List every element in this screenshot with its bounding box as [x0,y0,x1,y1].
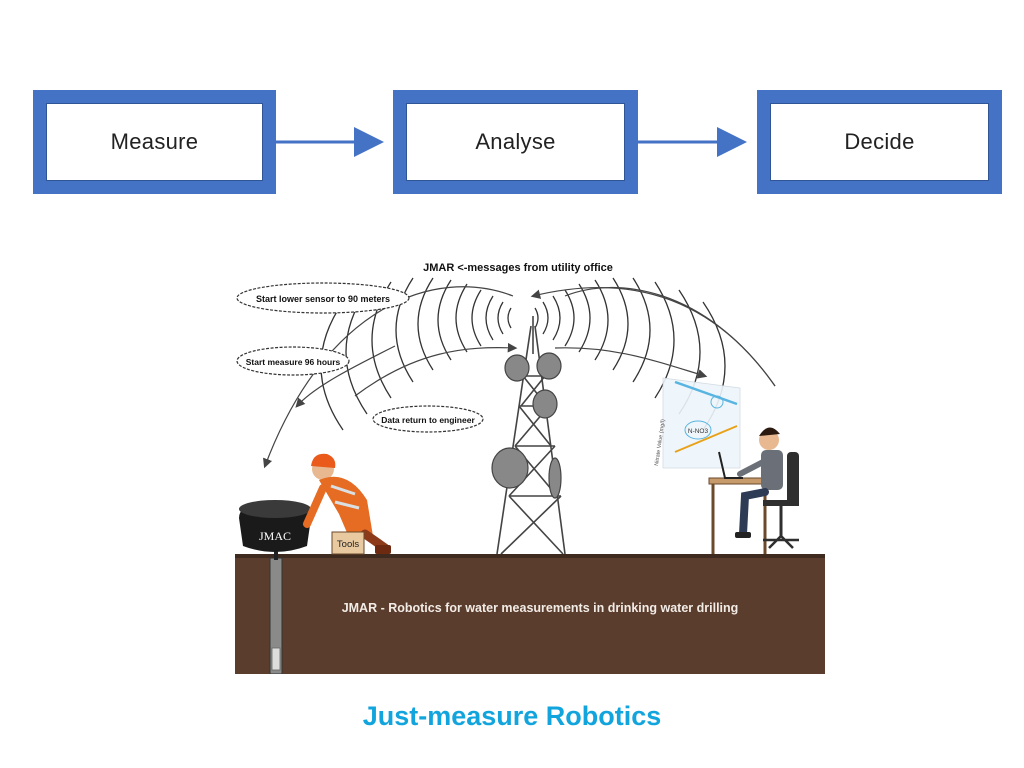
step-box-decide: Decide [757,90,1002,194]
bubble-measure-hours: Start measure 96 hours [236,346,350,376]
ground-caption: JMAR - Robotics for water measurements i… [342,601,739,615]
bubble-lower-sensor-text: Start lower sensor to 90 meters [256,294,390,304]
jmac-device: JMAC [239,500,311,560]
communication-tower [496,316,566,555]
jmar-scene-illustration: JMAR <-messages from utility office Star… [235,262,825,674]
jmac-label: JMAC [259,529,291,543]
signal-arcs [263,286,776,469]
footer-title: Just-measure Robotics [362,701,662,731]
step-label-measure: Measure [110,129,199,154]
step-label-decide: Decide [844,129,915,154]
bubble-data-return: Data return to engineer [372,405,484,433]
field-worker [303,453,391,554]
toolbox: Tools [331,531,365,555]
chart-series-label: N-NO3 [688,428,709,435]
step-label-analyse: Analyse [475,129,556,154]
floating-chart: N-NO3 Nitrate Value (mg/l) [654,377,741,469]
toolbox-label: Tools [337,539,359,550]
borehole [269,557,283,674]
ground [235,554,825,674]
tower-dishes [491,352,562,499]
step-box-measure: Measure [33,90,276,194]
engineer-at-desk [708,427,799,554]
scene-header: JMAR <-messages from utility office [423,262,613,274]
bubble-data-return-text: Data return to engineer [381,415,475,425]
bubble-measure-hours-text: Start measure 96 hours [246,357,341,367]
step-box-analyse: Analyse [393,90,638,194]
flow-arrows [276,127,747,157]
bubble-lower-sensor: Start lower sensor to 90 meters [236,282,410,314]
